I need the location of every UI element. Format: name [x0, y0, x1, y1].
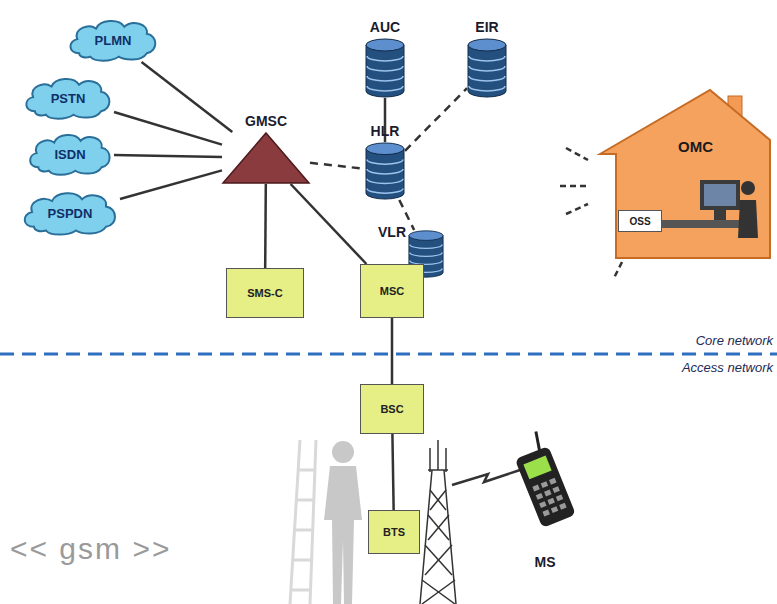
node-label: MS [535, 554, 556, 570]
operations-centre: OMC OSS [600, 88, 770, 258]
region-label: Core network [696, 333, 773, 348]
database: EIR [467, 38, 507, 98]
node-label: ISDN [54, 147, 85, 162]
node-label: VLR [378, 224, 406, 240]
node-label: OSS [629, 216, 650, 227]
database: HLR [365, 142, 405, 200]
person-silhouette [324, 441, 362, 604]
node-label: OMC [678, 138, 713, 155]
connector [142, 62, 233, 132]
node-label: EIR [475, 19, 498, 35]
connector [120, 170, 222, 199]
connector [391, 318, 394, 384]
network-cloud: PSTN [22, 76, 114, 120]
connector [291, 184, 367, 264]
node-label: GMSC [245, 113, 287, 129]
process-box: BSC [360, 384, 424, 434]
process-box: OSS [618, 210, 662, 232]
connector [114, 155, 222, 157]
node-label: BTS [383, 526, 405, 538]
process-box: MSC [360, 264, 424, 318]
gateway-switch: GMSC [222, 132, 310, 184]
database: AUC [365, 38, 405, 98]
database-outline [365, 142, 405, 200]
connector [114, 112, 222, 145]
node-label: PSTN [51, 91, 86, 106]
node-label: AUC [370, 19, 400, 35]
connector [405, 88, 467, 151]
mobile-station: MS [505, 436, 585, 552]
operations-centre-outline [600, 88, 770, 258]
network-cloud: PSPDN [20, 190, 120, 236]
node-label: SMS-C [247, 287, 282, 299]
mobile-station-outline [505, 436, 585, 552]
radio-link [452, 470, 520, 485]
connector [392, 434, 393, 510]
ladder-watermark [290, 440, 316, 604]
database-outline [365, 38, 405, 98]
node-label: MSC [380, 285, 404, 297]
database-outline [467, 38, 507, 98]
network-cloud: ISDN [26, 132, 114, 176]
region-label: Access network [682, 360, 773, 375]
network-cloud: PLMN [66, 18, 160, 62]
node-label: PLMN [95, 33, 132, 48]
process-box: SMS-C [226, 268, 304, 318]
connector [264, 184, 267, 268]
connector [310, 163, 365, 169]
node-label: BSC [380, 403, 403, 415]
gateway-switch-outline [222, 132, 310, 184]
antenna-tower [420, 440, 456, 604]
signal-rays [560, 148, 622, 278]
process-box: BTS [368, 510, 420, 554]
node-label: HLR [371, 123, 400, 139]
network-divider [0, 353, 777, 356]
watermark: << gsm >> [10, 532, 171, 566]
node-label: PSPDN [48, 206, 93, 221]
